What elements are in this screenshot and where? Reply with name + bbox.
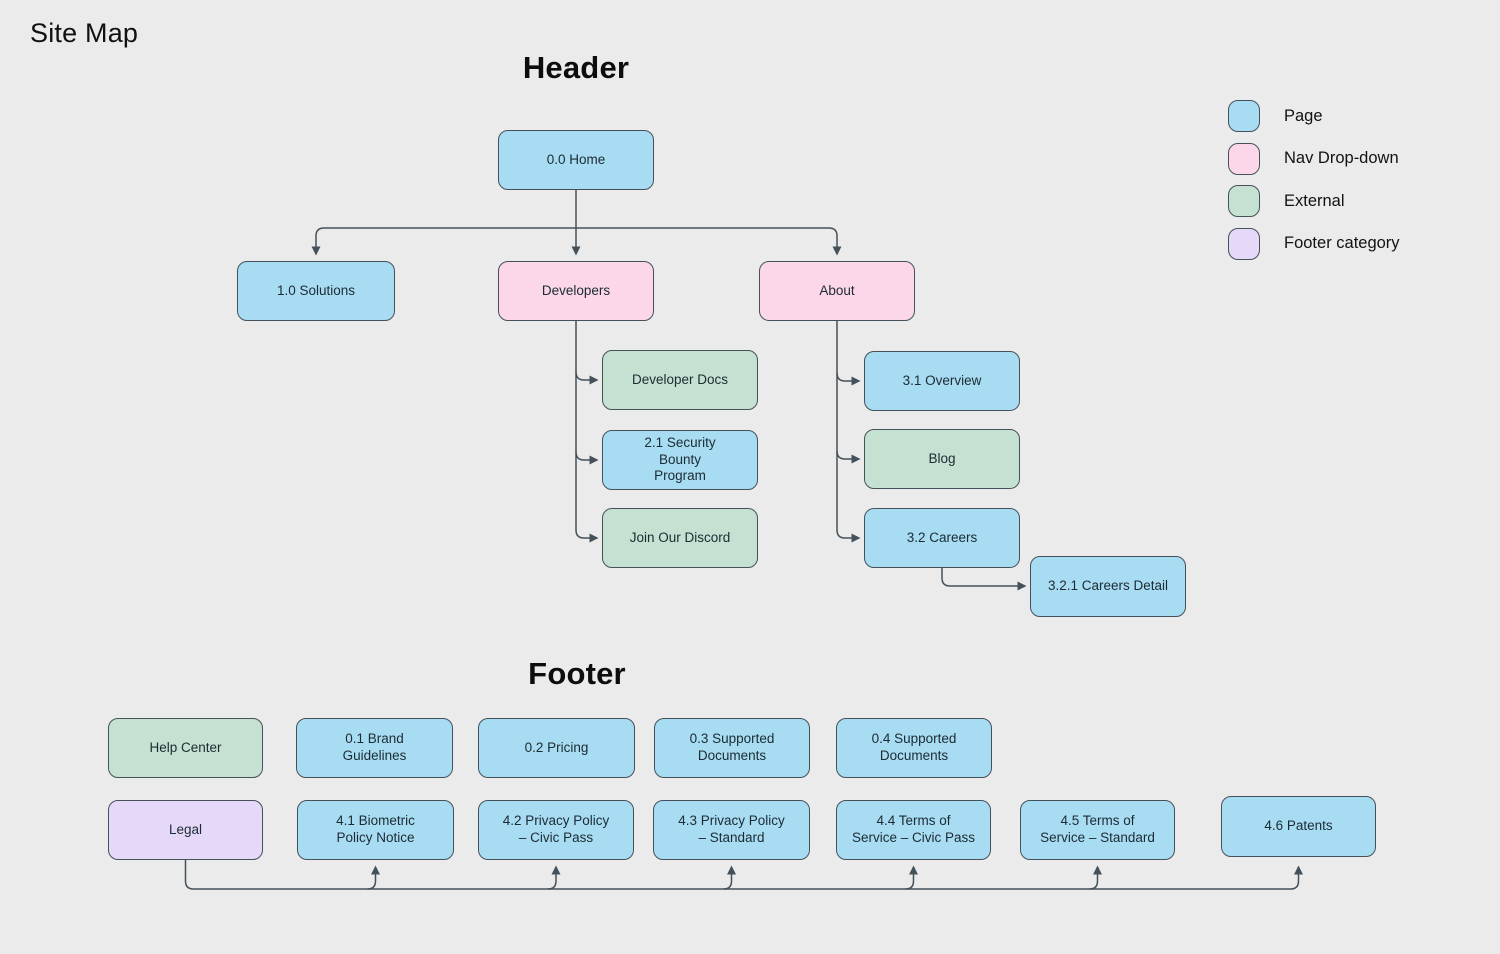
- edge-developers-discord: [575, 529, 599, 543]
- node-pricing[interactable]: 0.2 Pricing: [478, 718, 635, 778]
- node-join-discord[interactable]: Join Our Discord: [602, 508, 758, 568]
- node-help-center-label: Help Center: [149, 739, 222, 755]
- node-terms-standard-label: 4.5 Terms of Service – Standard: [1040, 813, 1155, 845]
- node-careers-detail-label: 3.2.1 Careers Detail: [1047, 578, 1169, 594]
- node-join-discord-label: Join Our Discord: [629, 529, 731, 545]
- legend-label-external: External: [1284, 191, 1345, 210]
- node-brand-guidelines[interactable]: 0.1 Brand Guidelines: [296, 718, 453, 778]
- node-developers-label: Developers: [541, 282, 611, 298]
- node-terms-standard[interactable]: 4.5 Terms of Service – Standard: [1020, 800, 1175, 860]
- edge-legal-trunk: [184, 860, 1303, 890]
- node-terms-civic-label: 4.4 Terms of Service – Civic Pass: [851, 813, 976, 845]
- node-patents-label: 4.6 Patents: [1264, 818, 1333, 834]
- edge-home-solutions: [311, 227, 576, 256]
- edge-legal-privacy-standard: [723, 865, 736, 890]
- node-blog[interactable]: Blog: [864, 429, 1020, 489]
- node-developer-docs[interactable]: Developer Docs: [602, 350, 758, 410]
- node-overview[interactable]: 3.1 Overview: [864, 351, 1020, 411]
- legend: Page Nav Drop-down External Footer categ…: [1228, 100, 1400, 270]
- edge-legal-terms-civic: [905, 865, 918, 890]
- node-careers-label: 3.2 Careers: [906, 529, 978, 545]
- node-careers-detail[interactable]: 3.2.1 Careers Detail: [1030, 556, 1186, 617]
- node-legal-label: Legal: [168, 821, 203, 837]
- edge-developers-bounty: [575, 451, 599, 465]
- node-help-center[interactable]: Help Center: [108, 718, 263, 778]
- node-developers[interactable]: Developers: [498, 261, 654, 321]
- node-brand-guidelines-label: 0.1 Brand Guidelines: [342, 731, 407, 763]
- node-supported-docs-04[interactable]: 0.4 Supported Documents: [836, 718, 992, 778]
- node-careers[interactable]: 3.2 Careers: [864, 508, 1020, 568]
- edge-legal-biometric: [367, 865, 380, 890]
- node-supported-docs-04-label: 0.4 Supported Documents: [871, 731, 957, 763]
- page-title: Site Map: [30, 18, 139, 48]
- node-privacy-standard[interactable]: 4.3 Privacy Policy – Standard: [653, 800, 810, 860]
- node-solutions-label: 1.0 Solutions: [276, 282, 356, 298]
- legend-row-external: External: [1228, 185, 1400, 217]
- legend-swatch-external: [1228, 185, 1260, 217]
- node-home-label: 0.0 Home: [546, 151, 606, 167]
- edge-about-careers: [836, 529, 861, 543]
- node-legal[interactable]: Legal: [108, 800, 263, 860]
- header-section-title: Header: [522, 50, 630, 85]
- node-terms-civic[interactable]: 4.4 Terms of Service – Civic Pass: [836, 800, 991, 860]
- edge-about-blog: [836, 450, 861, 464]
- node-supported-docs-03[interactable]: 0.3 Supported Documents: [654, 718, 810, 778]
- legend-label-footer-category: Footer category: [1284, 234, 1400, 252]
- edge-careers-detail: [941, 568, 1027, 591]
- node-overview-label: 3.1 Overview: [902, 372, 982, 388]
- legend-row-nav: Nav Drop-down: [1228, 142, 1400, 175]
- node-about[interactable]: About: [759, 261, 915, 321]
- node-home[interactable]: 0.0 Home: [498, 130, 654, 190]
- node-blog-label: Blog: [928, 450, 956, 466]
- legend-label-nav: Nav Drop-down: [1284, 149, 1399, 167]
- node-about-label: About: [819, 282, 855, 298]
- node-security-bounty[interactable]: 2.1 Security Bounty Program: [602, 430, 758, 490]
- node-privacy-standard-label: 4.3 Privacy Policy – Standard: [678, 813, 785, 845]
- legend-swatch-page: [1228, 100, 1260, 132]
- legend-swatch-footer-category: [1228, 227, 1260, 260]
- node-supported-docs-03-label: 0.3 Supported Documents: [689, 731, 775, 763]
- edge-legal-terms-standard: [1089, 865, 1102, 890]
- node-patents[interactable]: 4.6 Patents: [1221, 796, 1376, 857]
- legend-row-page: Page: [1228, 100, 1400, 132]
- legend-label-page: Page: [1284, 106, 1323, 125]
- node-biometric-policy[interactable]: 4.1 Biometric Policy Notice: [297, 800, 454, 860]
- node-pricing-label: 0.2 Pricing: [524, 739, 589, 755]
- node-biometric-policy-label: 4.1 Biometric Policy Notice: [336, 813, 415, 845]
- node-security-bounty-label: 2.1 Security Bounty Program: [644, 434, 716, 484]
- footer-section-title: Footer: [528, 656, 626, 691]
- legend-swatch-nav: [1228, 142, 1260, 175]
- edge-developers-docs: [575, 371, 599, 385]
- edge-home-about: [576, 227, 842, 256]
- node-solutions[interactable]: 1.0 Solutions: [237, 261, 395, 321]
- node-privacy-civic[interactable]: 4.2 Privacy Policy – Civic Pass: [478, 800, 634, 860]
- edge-legal-privacy-civic: [547, 865, 561, 890]
- legend-row-footer-category: Footer category: [1228, 227, 1400, 260]
- node-privacy-civic-label: 4.2 Privacy Policy – Civic Pass: [502, 813, 610, 845]
- node-developer-docs-label: Developer Docs: [631, 371, 729, 387]
- edge-about-overview: [836, 372, 861, 386]
